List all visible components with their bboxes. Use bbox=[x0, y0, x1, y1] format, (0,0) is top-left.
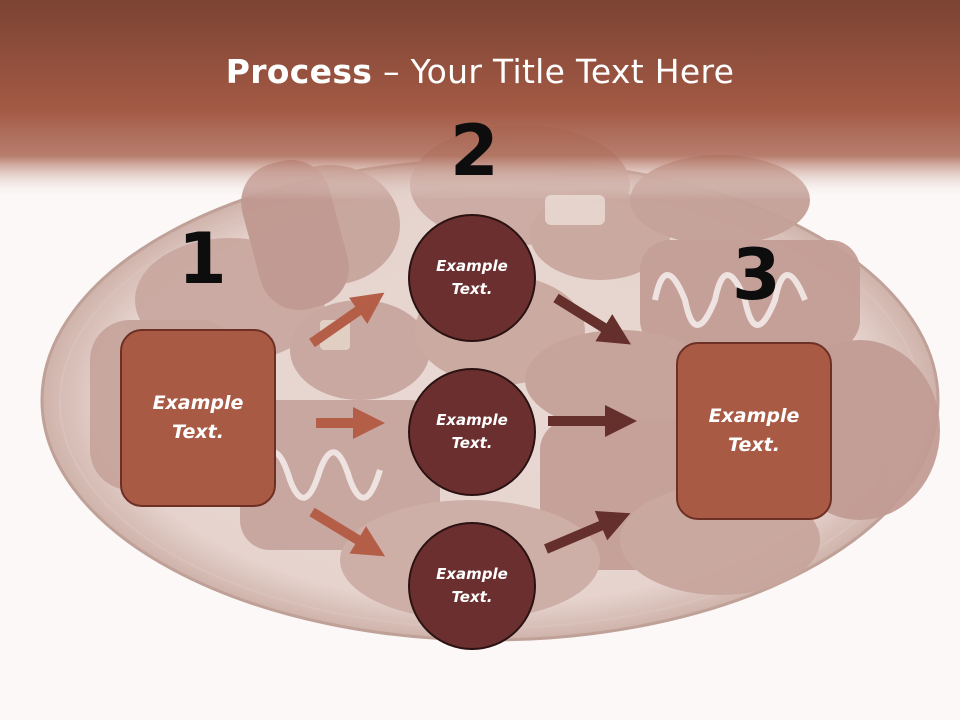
step-3-box: Example Text. bbox=[676, 342, 832, 520]
arrow-2-to-3-top bbox=[553, 293, 631, 345]
step-2-top-label: Example Text. bbox=[436, 257, 508, 298]
step-2-bottom-label: Example Text. bbox=[436, 565, 508, 606]
title-bold: Process bbox=[225, 52, 373, 91]
step-number-1: 1 bbox=[178, 218, 227, 300]
step-number-3: 3 bbox=[732, 234, 781, 316]
step-2-circle-bottom: Example Text. bbox=[408, 522, 536, 650]
step-number-2: 2 bbox=[450, 110, 499, 192]
title-rest: – Your Title Text Here bbox=[372, 52, 735, 91]
arrow-2-to-3-bottom bbox=[544, 510, 631, 554]
step-1-box: Example Text. bbox=[120, 329, 276, 507]
arrow-1-to-2-bottom bbox=[309, 507, 386, 557]
step-2-circle-top: Example Text. bbox=[408, 214, 536, 342]
arrow-1-to-2-top bbox=[309, 292, 385, 348]
step-3-label: Example Text. bbox=[708, 405, 800, 456]
step-2-circle-middle: Example Text. bbox=[408, 368, 536, 496]
step-1-label: Example Text. bbox=[152, 392, 244, 443]
slide-title: Process – Your Title Text Here bbox=[0, 52, 960, 91]
step-2-middle-label: Example Text. bbox=[436, 411, 508, 452]
